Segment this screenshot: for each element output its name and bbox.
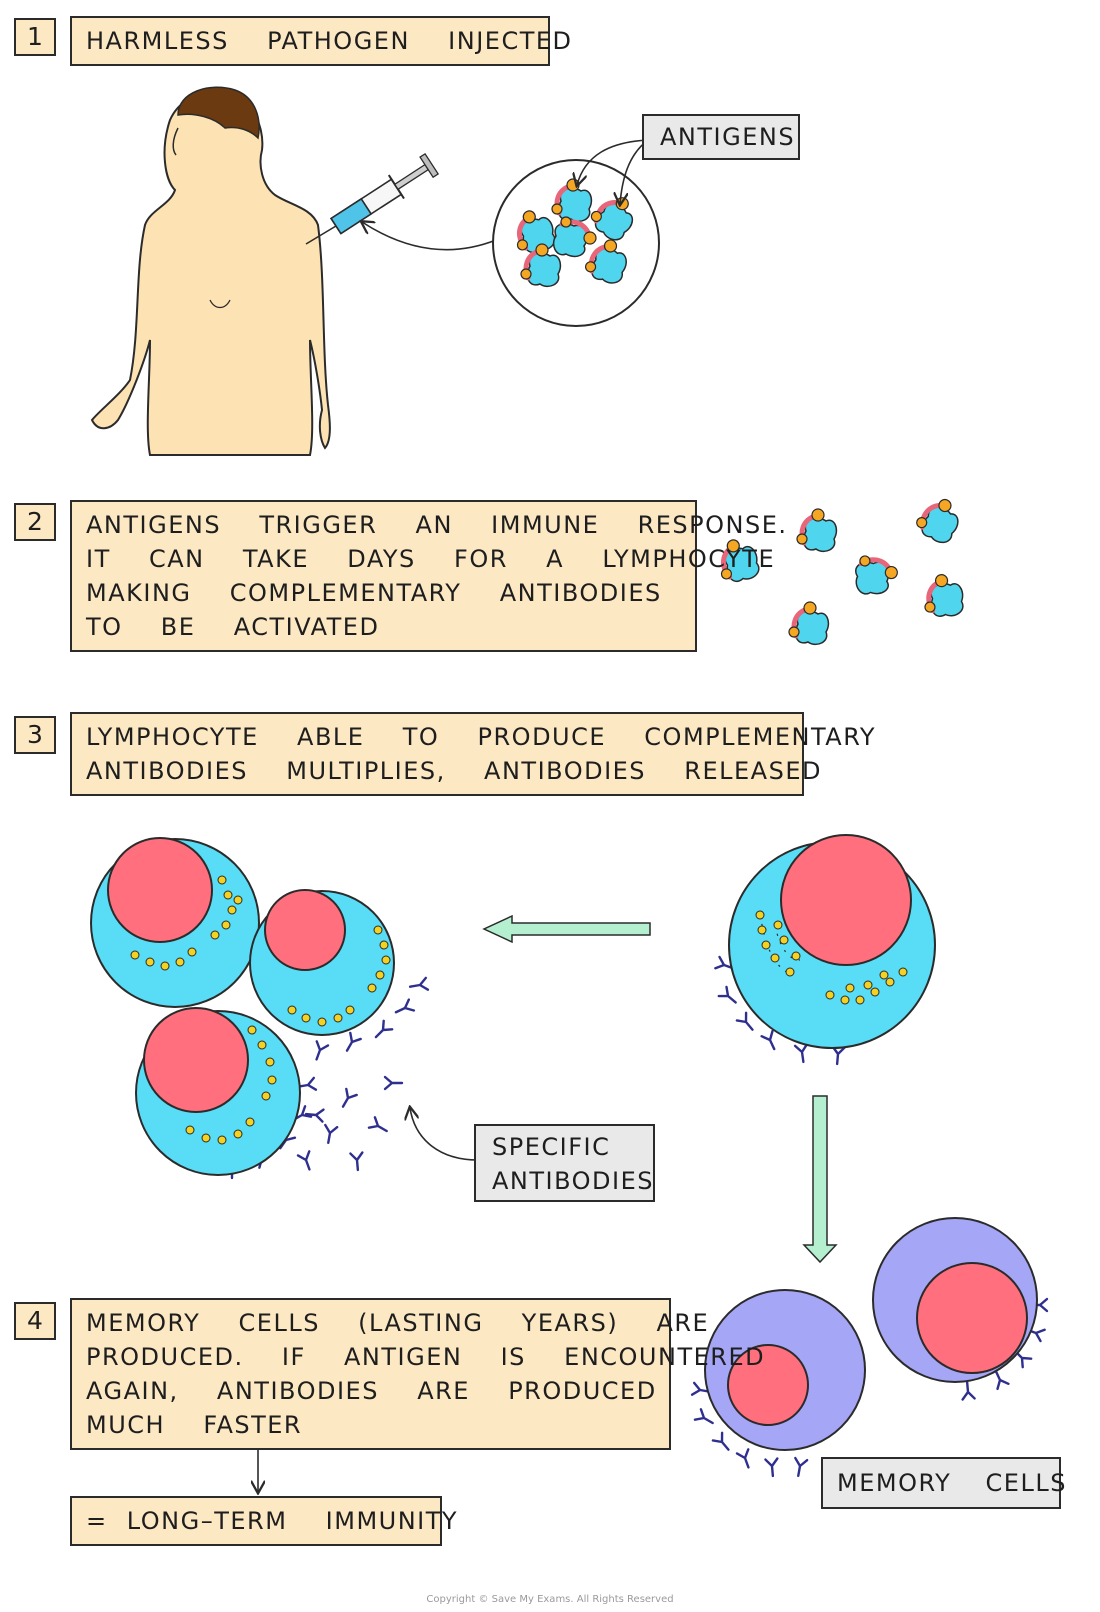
antigens-label: ANTIGENS [642, 114, 800, 160]
antigen-label-pointer-1 [577, 139, 649, 185]
released-antibodies [296, 1075, 404, 1173]
step-3-number: 3 [14, 716, 56, 754]
step-2-number: 2 [14, 503, 56, 541]
memory-cell-back [872, 1217, 1049, 1401]
activated-lymphocyte [714, 834, 936, 1066]
step-4-number: 4 [14, 1302, 56, 1340]
lymphocyte-clone-group [90, 837, 430, 1180]
long-term-immunity-result: = LONG–TERM IMMUNITY [70, 1496, 457, 1546]
clonal-expansion-arrow [482, 914, 651, 944]
step-1-text: HARMLESS PATHOGEN INJECTED [70, 16, 571, 66]
syringe [305, 152, 440, 245]
step-3-text: LYMPHOCYTE ABLE TO PRODUCE COMPLEMENTARY… [70, 712, 875, 796]
specific-antibodies-label: SPECIFIC ANTIBODIES [474, 1124, 655, 1202]
memory-cells-label: MEMORY CELLS [821, 1457, 1065, 1509]
memory-cell-front [690, 1289, 866, 1479]
step-4-text: MEMORY CELLS (LASTING YEARS) ARE PRODUCE… [70, 1298, 764, 1450]
step-2-text: ANTIGENS TRIGGER AN IMMUNE RESPONSE. IT … [70, 500, 786, 652]
person-figure [90, 86, 331, 456]
antibody-label-pointer [410, 1108, 479, 1161]
antigen-magnified-circle [492, 159, 660, 327]
syringe-pointer-arrow [362, 222, 497, 251]
step-1-number: 1 [14, 18, 56, 56]
memory-cell-arrow [802, 1095, 838, 1264]
copyright-footer: Copyright © Save My Exams. All Rights Re… [426, 1594, 674, 1605]
